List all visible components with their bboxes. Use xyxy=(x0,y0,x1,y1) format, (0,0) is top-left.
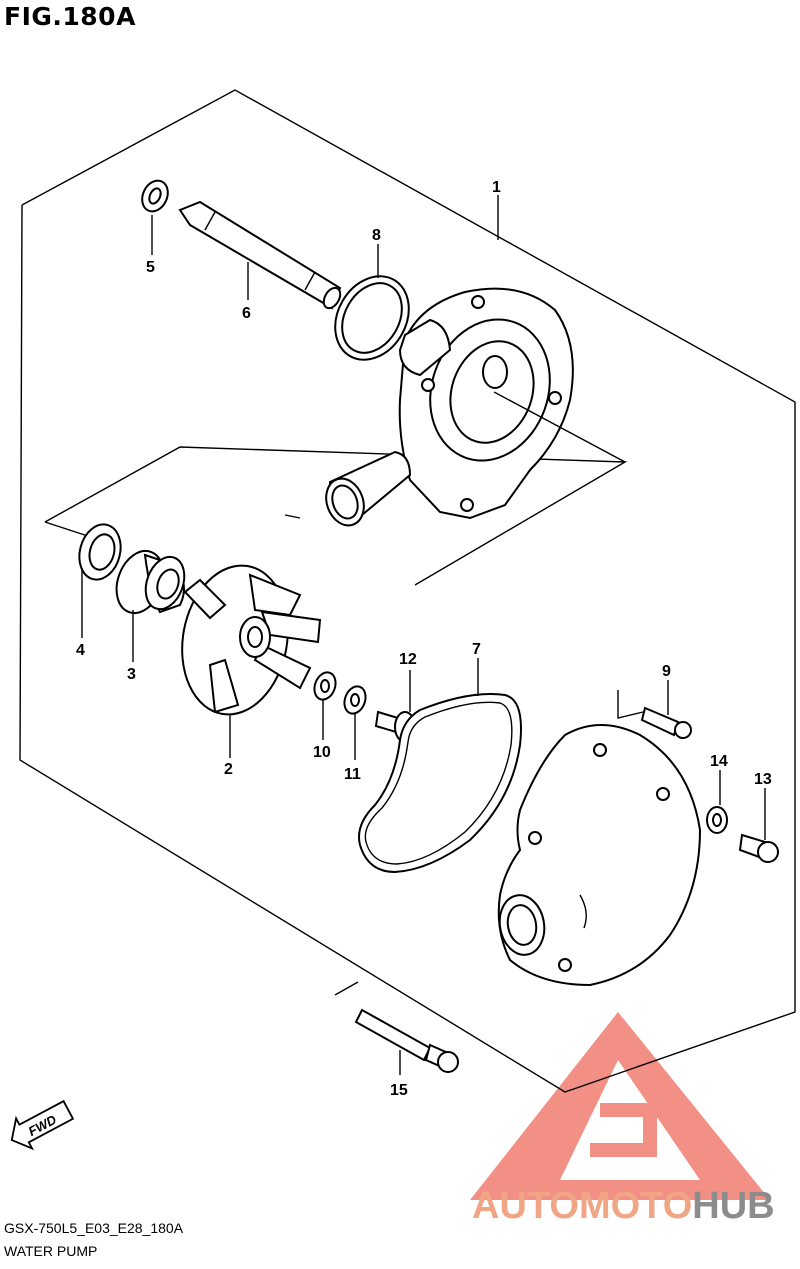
fwd-direction-arrow: FWD xyxy=(10,1099,75,1151)
watermark-part1: AUTOMOTO xyxy=(472,1185,692,1227)
part-10-washer xyxy=(313,671,337,701)
watermark-part2: HUB xyxy=(692,1185,774,1227)
callout-13: 13 xyxy=(754,771,772,788)
callout-6: 6 xyxy=(242,305,251,322)
callout-3: 3 xyxy=(127,666,136,683)
part-15-long-bolt xyxy=(354,1008,459,1073)
part-5-washer xyxy=(141,179,169,213)
callout-5: 5 xyxy=(146,259,155,276)
figure-title: FIG.180A xyxy=(4,2,136,31)
callout-11: 11 xyxy=(344,766,361,783)
part-1-pump-housing xyxy=(325,287,574,527)
callout-10: 10 xyxy=(313,744,331,761)
callout-8: 8 xyxy=(372,227,381,244)
callout-7: 7 xyxy=(472,641,481,658)
part-2-impeller xyxy=(181,564,322,716)
callout-2: 2 xyxy=(224,761,233,778)
pump-cover xyxy=(497,724,702,987)
part-8-o-ring xyxy=(334,275,410,361)
callout-4: 4 xyxy=(76,642,85,659)
part-6-shaft xyxy=(178,200,342,310)
part-7-gasket xyxy=(358,693,522,874)
callout-14: 14 xyxy=(710,753,728,770)
callout-9: 9 xyxy=(662,663,671,680)
part-13-drain-bolt xyxy=(738,833,779,863)
part-14-washer xyxy=(706,806,728,834)
figure-assembly-name: WATER PUMP xyxy=(4,1243,98,1259)
part-4-oil-seal xyxy=(78,523,122,581)
assembly-frame-outline xyxy=(19,89,796,1093)
leader-lines xyxy=(81,195,766,1075)
callout-12: 12 xyxy=(399,651,417,668)
part-9-bolt xyxy=(640,706,692,739)
callout-1: 1 xyxy=(492,179,501,196)
callout-15: 15 xyxy=(390,1082,408,1099)
watermark-logo xyxy=(470,1012,770,1200)
watermark-text: AUTOMOTOHUB xyxy=(472,1185,775,1227)
part-3-mechanical-seal xyxy=(115,550,186,614)
part-11-nut xyxy=(343,685,367,715)
figure-model-code: GSX-750L5_E03_E28_180A xyxy=(4,1220,184,1236)
